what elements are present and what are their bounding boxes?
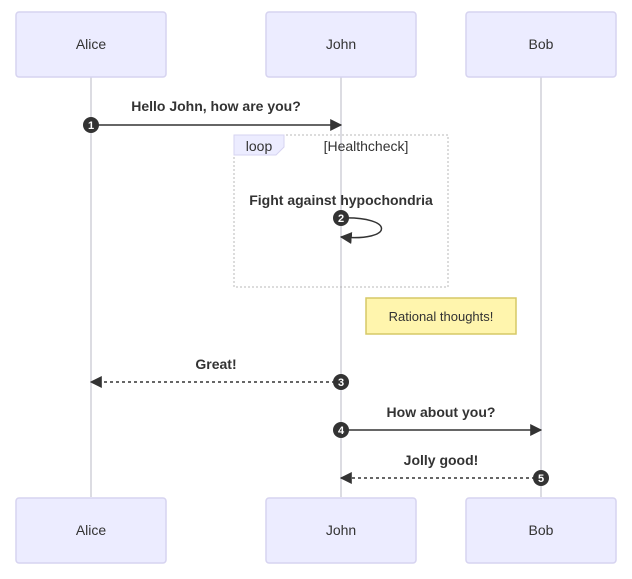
message-5-label: Jolly good! — [404, 452, 479, 468]
loop-keyword: loop — [246, 138, 273, 154]
note: Rational thoughts! — [365, 297, 517, 335]
actor-bob-bottom-label: Bob — [529, 522, 554, 538]
sequence-number-5 — [533, 470, 549, 486]
message-3-label: Great! — [195, 356, 236, 372]
message-4-label: How about you? — [387, 404, 496, 420]
loop-tab — [233, 134, 285, 156]
sequence-number-4-text: 4 — [338, 425, 345, 437]
message-3[interactable]: Great! 3 — [89, 356, 349, 390]
note-text: Rational thoughts! — [389, 309, 494, 324]
sequence-number-2 — [333, 210, 349, 226]
actor-alice-top-label: Alice — [76, 36, 107, 52]
actor-john-bottom[interactable]: John — [265, 497, 417, 564]
message-1[interactable]: Hello John, how are you? 1 — [83, 98, 343, 133]
sequence-number-1-text: 1 — [88, 120, 94, 132]
message-1-label: Hello John, how are you? — [131, 98, 301, 114]
sequence-number-1 — [83, 117, 99, 133]
sequence-number-4 — [333, 422, 349, 438]
loop-condition: [Healthcheck] — [324, 138, 409, 154]
loop-frame: loop [Healthcheck] — [233, 134, 449, 288]
note-box — [365, 297, 517, 335]
sequence-number-3-text: 3 — [338, 377, 344, 389]
actor-john-top-label: John — [326, 36, 356, 52]
actor-bob-top-label: Bob — [529, 36, 554, 52]
message-2[interactable]: Fight against hypochondria 2 — [249, 192, 433, 244]
loop-box — [233, 134, 449, 288]
actor-john-bottom-label: John — [326, 522, 356, 538]
sequence-number-5-text: 5 — [538, 473, 544, 485]
actor-john-top[interactable]: John — [265, 11, 417, 78]
message-4[interactable]: How about you? 4 — [333, 404, 543, 438]
message-5[interactable]: Jolly good! 5 — [339, 452, 549, 486]
actor-alice-bottom[interactable]: Alice — [15, 497, 167, 564]
message-2-label: Fight against hypochondria — [249, 192, 433, 208]
actor-bob-top[interactable]: Bob — [465, 11, 617, 78]
actor-bob-bottom[interactable]: Bob — [465, 497, 617, 564]
sequence-number-3 — [333, 374, 349, 390]
actor-alice-top[interactable]: Alice — [15, 11, 167, 78]
actor-alice-bottom-label: Alice — [76, 522, 107, 538]
sequence-number-2-text: 2 — [338, 213, 344, 225]
